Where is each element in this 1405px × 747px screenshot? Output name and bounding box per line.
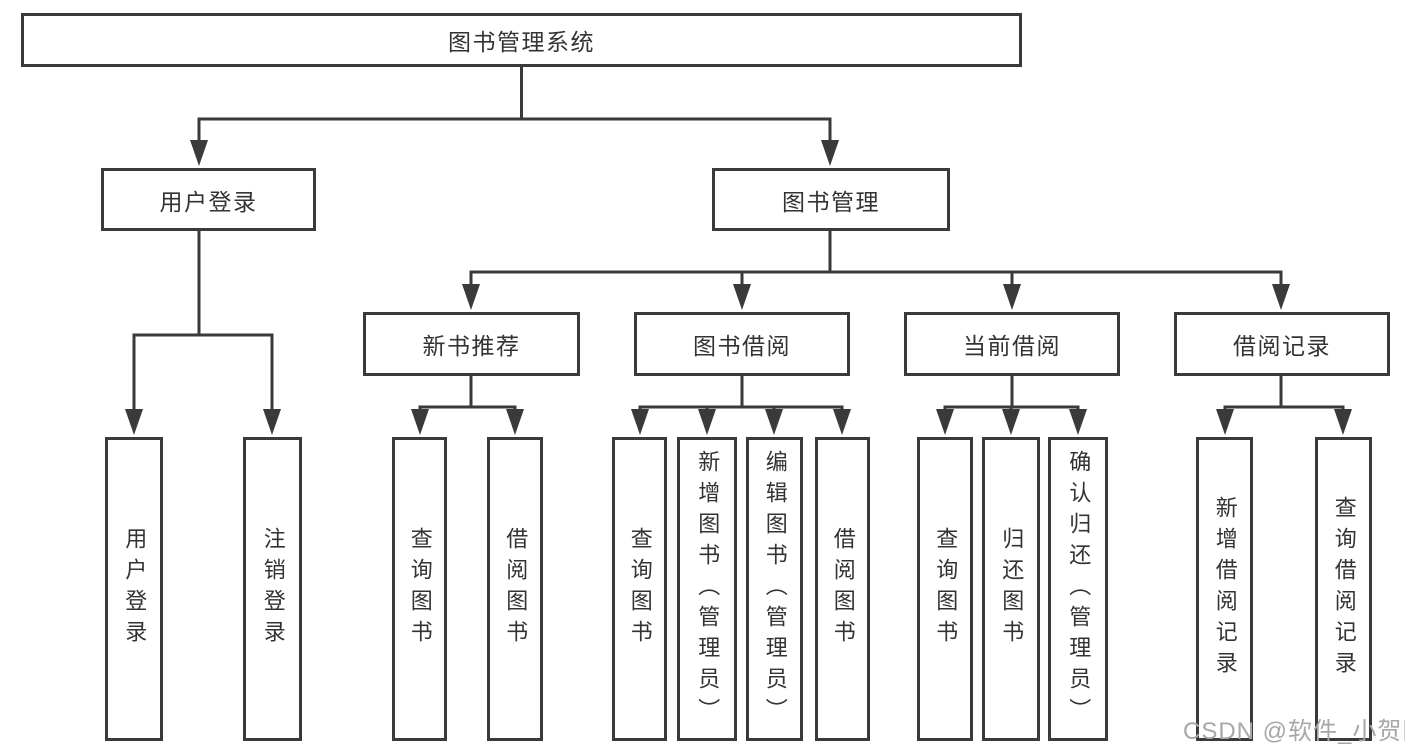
node-label: 图书管理: [782, 188, 880, 215]
node-label: 注销登录: [260, 527, 286, 651]
node-user-login: 用户登录: [101, 168, 316, 231]
node-new-book-recommend: 新书推荐: [363, 312, 580, 376]
node-label: 查询图书: [407, 527, 433, 651]
leaf-borrowing-borrow-books: 借阅图书: [815, 437, 870, 741]
connector-current-borrow-children: [936, 376, 1087, 435]
leaf-borrowing-add-books-admin: 新增图书（管理员）: [677, 437, 737, 741]
connector-borrow-records-children: [1216, 376, 1352, 435]
leaf-records-add-record: 新增借阅记录: [1196, 437, 1253, 741]
node-label: 查询图书: [627, 527, 653, 651]
node-book-management: 图书管理: [712, 168, 950, 231]
node-label: 用户登录: [159, 188, 258, 215]
connector-book-mgmt-to-level3: [462, 231, 1290, 310]
connector-root-to-level2: [190, 67, 839, 166]
node-label: 新书推荐: [422, 333, 521, 359]
node-label: 用户登录: [122, 527, 148, 651]
node-label: 借阅图书: [503, 527, 529, 651]
node-label: 借阅记录: [1233, 333, 1331, 359]
node-label: 新增借阅记录: [1212, 496, 1238, 682]
csdn-watermark: CSDN @软件_小贺同学: [1183, 718, 1405, 745]
node-label: 确认归还（管理员）: [1066, 449, 1092, 729]
leaf-current-return-books: 归还图书: [982, 437, 1040, 741]
leaf-current-query-books: 查询图书: [917, 437, 973, 741]
leaf-newbooks-query-books: 查询图书: [392, 437, 447, 741]
node-label: 新增图书（管理员）: [695, 449, 721, 729]
node-label: 图书管理系统: [448, 29, 595, 55]
node-label: 查询图书: [933, 527, 959, 651]
leaf-records-query-record: 查询借阅记录: [1315, 437, 1372, 741]
connector-new-books-children: [411, 376, 524, 435]
leaf-user-login: 用户登录: [105, 437, 163, 741]
node-current-borrowing: 当前借阅: [904, 312, 1120, 376]
node-borrowing-records: 借阅记录: [1174, 312, 1390, 376]
node-label: 归还图书: [999, 527, 1025, 651]
leaf-logout: 注销登录: [243, 437, 302, 741]
leaf-current-confirm-return-admin: 确认归还（管理员）: [1048, 437, 1108, 741]
connector-user-login-children: [125, 231, 281, 435]
node-label: 编辑图书（管理员）: [762, 449, 788, 729]
node-label: 当前借阅: [963, 333, 1061, 359]
leaf-borrowing-edit-books-admin: 编辑图书（管理员）: [746, 437, 803, 741]
connector-borrowing-children: [631, 376, 851, 435]
leaf-borrowing-query-books: 查询图书: [612, 437, 667, 741]
node-root-library-system: 图书管理系统: [21, 13, 1022, 67]
leaf-newbooks-borrow-books: 借阅图书: [487, 437, 543, 741]
node-label: 借阅图书: [830, 527, 856, 651]
node-label: 查询借阅记录: [1331, 496, 1357, 682]
node-label: 图书借阅: [693, 333, 791, 359]
node-book-borrowing: 图书借阅: [634, 312, 850, 376]
